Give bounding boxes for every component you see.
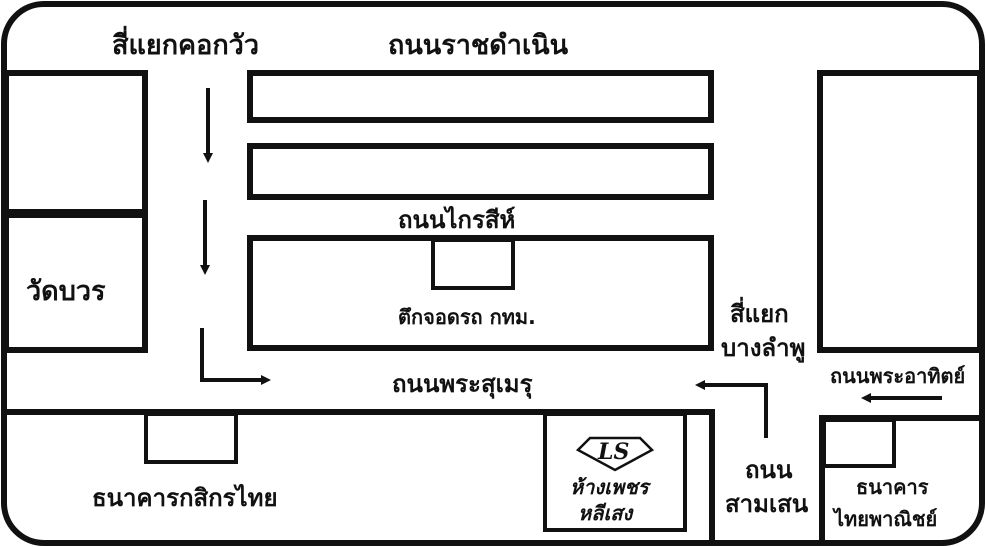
label-bang-lamphu-2: บางลำพู [721,334,805,363]
label-wat-bowon: วัดบวร [26,276,106,307]
label-shop-1: ห้างเพชร [570,475,652,499]
label-shop-2: หลีเสง [578,501,634,525]
lee-seng-logo: LS [575,436,655,472]
label-bang-lamphu-1: สี่แยก [730,296,789,328]
arrow-sam-sen-left [695,380,768,438]
block-ratchadamnoen-2 [247,143,714,200]
label-kasikorn: ธนาคารกสิกรไทย [92,483,278,512]
label-parking: ตึกจอดรถ กทม. [398,305,536,329]
label-sam-sen-1: ถนน [745,456,793,484]
block-lee-seng [543,412,687,532]
label-krai-si: ถนนไกรสีห์ [398,205,515,234]
label-phra-sumen: ถนนพระสุเมรุ [392,370,533,400]
label-scb-1: ธนาคาร [856,475,929,499]
arrow-down-right [200,328,271,385]
block-bottom-left [6,409,715,541]
label-khok-wua: สี่แยกคอกวัว [112,25,259,61]
label-ratchadamnoen: ถนนราชดำเนิน [388,30,569,61]
label-sam-sen-2: สามเสน [725,490,809,518]
block-ratchadamnoen-1 [247,70,714,123]
kasikorn-notch [144,412,238,464]
label-phra-athit: ถนนพระอาทิตย์ [830,364,965,388]
parking-notch [431,238,515,290]
logo-monogram: LS [597,439,629,465]
block-right-top [817,70,983,353]
diamond-icon [575,436,655,472]
block-wat-bowon [3,212,148,353]
scb-notch [822,418,896,468]
label-scb-2: ไทยพาณิชย์ [832,507,937,531]
